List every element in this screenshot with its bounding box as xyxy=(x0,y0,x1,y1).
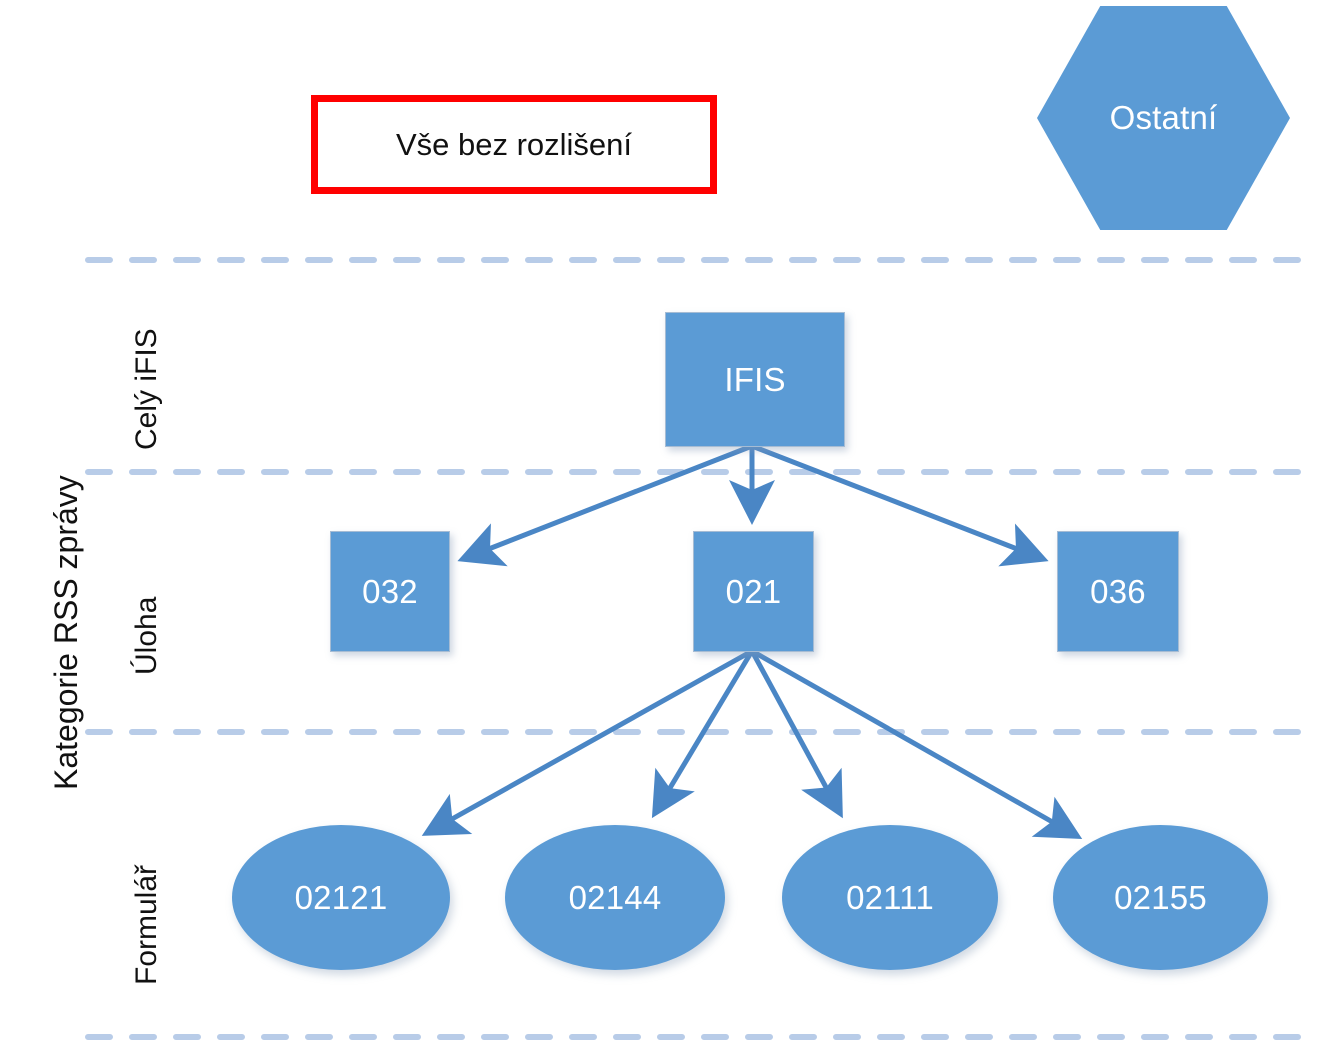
callout-label: Vše bez rozlišení xyxy=(395,126,633,162)
edge-021-to-02155 xyxy=(750,648,1083,839)
node-02121[interactable]: 02121 xyxy=(232,825,450,970)
node-02144[interactable]: 02144 xyxy=(505,825,725,970)
node-02121-label: 02121 xyxy=(294,878,388,916)
node-02155[interactable]: 02155 xyxy=(1053,825,1268,970)
axis-title: Kategorie RSS zprávy xyxy=(48,475,84,790)
node-032[interactable]: 032 xyxy=(330,531,450,652)
node-ostatni-label: Ostatní xyxy=(1109,99,1218,136)
node-02111-label: 02111 xyxy=(846,878,934,916)
node-021-label: 021 xyxy=(725,572,782,610)
band-label-uloha: Úloha xyxy=(130,596,163,675)
edge-021-to-02111 xyxy=(749,649,843,819)
callout-vse-bez-rozliseni[interactable]: Vše bez rozlišení xyxy=(311,95,717,194)
node-02155-label: 02155 xyxy=(1114,878,1207,916)
node-ostatni[interactable]: Ostatní xyxy=(1037,6,1290,230)
band-label-celyifis: Celý iFIS xyxy=(130,328,163,450)
node-021[interactable]: 021 xyxy=(693,531,814,652)
edge-021-to-02144 xyxy=(651,649,755,819)
node-ifis[interactable]: IFIS xyxy=(665,312,845,447)
node-036-label: 036 xyxy=(1090,572,1146,610)
node-032-label: 032 xyxy=(362,572,418,610)
edge-group-021 xyxy=(421,648,1083,839)
node-02144-label: 02144 xyxy=(568,878,662,916)
node-02111[interactable]: 02111 xyxy=(782,825,998,970)
node-036[interactable]: 036 xyxy=(1057,531,1179,652)
edge-021-to-02121 xyxy=(421,648,754,836)
node-ifis-label: IFIS xyxy=(724,360,786,398)
band-label-formular: Formulář xyxy=(130,864,163,985)
